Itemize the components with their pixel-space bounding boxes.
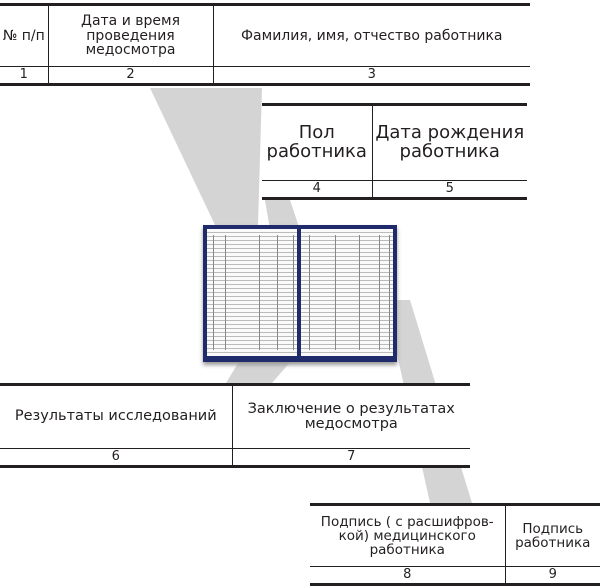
header-number: № п/п [0, 3, 49, 67]
col-number: 2 [47, 66, 214, 86]
col-number: 9 [504, 566, 600, 586]
col-number: 1 [0, 66, 49, 86]
beam-3 [226, 360, 292, 383]
journal-book-image [203, 225, 397, 362]
header-birth-date: Дата рождения работника [371, 103, 527, 181]
beam-2 [265, 200, 300, 230]
right-page [301, 229, 393, 356]
header-medic-signature: Подпись ( с расшифров-кой) медицинского … [310, 503, 506, 567]
header-full-name: Фамилия, имя, отчество работника [212, 3, 530, 67]
col-number: 5 [371, 180, 527, 200]
col-number: 6 [0, 448, 233, 468]
table-fragment-4: Подпись ( с расшифров-кой) медицинского … [310, 503, 600, 586]
header-worker-signature: Подпись работника [504, 503, 600, 567]
beam-1 [150, 88, 262, 225]
col-number: 8 [310, 566, 506, 586]
col-number: 4 [262, 180, 373, 200]
header-conclusion: Заключение о результатах медосмотра [231, 383, 470, 449]
col-number: 7 [231, 448, 470, 468]
header-results: Результаты исследований [0, 383, 233, 449]
col-number: 3 [212, 66, 530, 86]
header-date-time: Дата и время проведения медосмотра [47, 3, 214, 67]
left-page [207, 229, 297, 356]
header-gender: Пол работника [262, 103, 373, 181]
